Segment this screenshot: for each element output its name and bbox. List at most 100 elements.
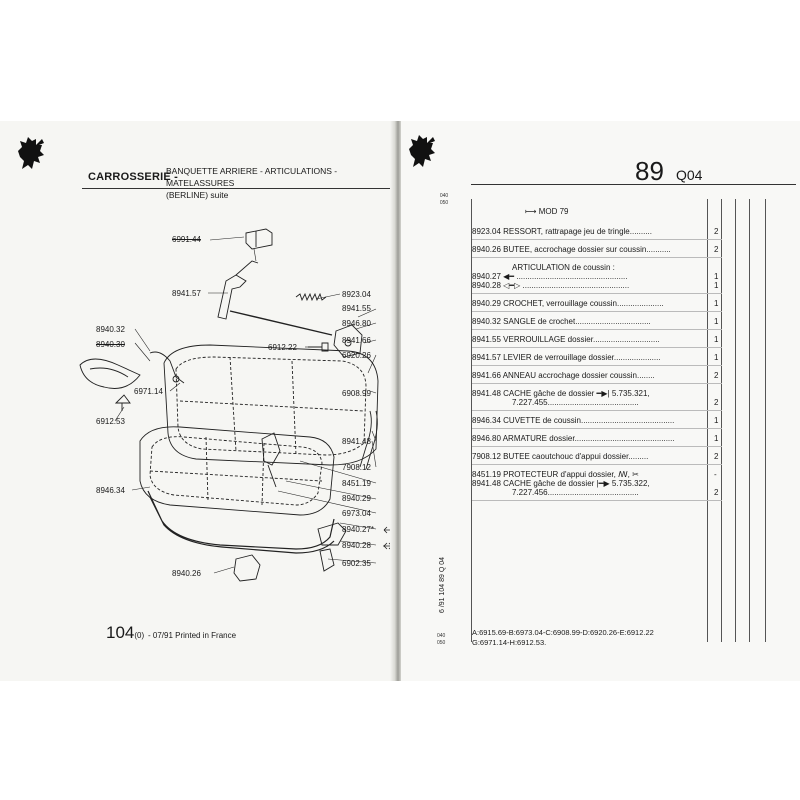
row-separator <box>472 464 722 465</box>
row-separator <box>472 347 722 348</box>
row-separator <box>472 446 722 447</box>
peugeot-lion-logo <box>18 137 44 169</box>
part-ref: 7908.12 <box>472 452 501 461</box>
notes: A:6915.69-B:6973.04-C:6908.99-D:6920.26-… <box>472 628 654 648</box>
notes-line2: G:6971.14-H:6912.53. <box>472 638 547 647</box>
callout-6912-53: 6912.53 <box>96 417 125 426</box>
section-title: CARROSSERIE - <box>88 171 178 183</box>
bolt-part <box>308 342 329 352</box>
callout-8946-34: 8946.34 <box>96 486 125 495</box>
arrow-to-icon: ━▶| <box>596 389 610 398</box>
footer-page-number: 104(0) <box>106 623 144 643</box>
part-desc: ANNEAU accrochage dossier coussin <box>502 371 637 380</box>
row-separator <box>472 410 722 411</box>
part-ref: 8941.48 <box>472 479 501 488</box>
part-qty: 1 <box>714 272 719 281</box>
subtitle-line2: (BERLINE) suite <box>166 190 229 200</box>
side-code: 040 <box>439 193 449 199</box>
part-desc: LEVIER de verrouillage dossier <box>503 353 614 362</box>
part-ref: 8451.19 <box>472 470 501 479</box>
right-page: 89 Q04 040 050 6 /91 104 89 Q 04 ⟼ MOD 7… <box>401 121 800 681</box>
table-border-right <box>765 199 766 642</box>
callout-7908-12: 7908.12 <box>342 463 371 472</box>
part-ref: 8940.28 <box>472 281 501 290</box>
part-qty: - <box>714 470 717 479</box>
vertical-reference: 6 /91 104 89 Q 04 <box>439 556 446 613</box>
part-ref: 8923.04 <box>472 227 501 236</box>
section-subtitle: BANQUETTE ARRIERE - ARTICULATIONS - MATE… <box>166 165 406 201</box>
callout-6908-99: 6908.99 <box>342 389 371 398</box>
arrow-from-icon: |━▶ <box>596 479 610 488</box>
part-ref: 8941.57 <box>472 353 501 362</box>
table-col-3 <box>749 199 750 642</box>
part-ref: 8940.29 <box>472 299 501 308</box>
table-row: 8946.80 ARMATURE dossier................… <box>472 434 675 443</box>
footer-code: 050 <box>437 640 446 646</box>
left-arrow-icon: ◀━ <box>503 272 515 281</box>
row-separator <box>472 428 722 429</box>
row-separator <box>472 329 722 330</box>
part-qty: 2 <box>714 452 719 461</box>
bracket-part <box>245 228 273 250</box>
callout-8941-55: 8941.55 <box>342 304 371 313</box>
table-row: 8941.57 LEVIER de verrouillage dossier..… <box>472 353 661 362</box>
left-page: CARROSSERIE - BANQUETTE ARRIERE - ARTICU… <box>0 121 396 681</box>
part-desc: PROTECTEUR d'appui dossier, <box>503 470 616 479</box>
right-header-rule <box>471 184 796 185</box>
row-separator <box>472 239 722 240</box>
page-code: Q04 <box>676 167 703 183</box>
part-ref: 8946.34 <box>472 416 501 425</box>
part-qty: 2 <box>714 371 719 380</box>
table-row: 8941.66 ANNEAU accrochage dossier coussi… <box>472 371 655 380</box>
part-ref: 8946.80 <box>472 434 501 443</box>
table-row: 7.227.455...............................… <box>512 398 639 407</box>
part-desc: CACHE gâche de dossier <box>503 389 595 398</box>
seat-back <box>163 344 379 466</box>
footer-code: 040 <box>437 633 446 639</box>
callout-8940-32: 8940.32 <box>96 325 125 334</box>
part-desc: BUTEE caoutchouc d'appui dossier <box>503 452 629 461</box>
part-desc: BUTEE, accrochage dossier sur coussin <box>503 245 647 254</box>
callout-6920-26: 6920.26 <box>342 351 371 360</box>
arrow-markers <box>383 526 393 550</box>
callout-8940-28: 8940.28 <box>342 541 371 550</box>
table-row: 8940.26 BUTEE, accrochage dossier sur co… <box>472 245 671 254</box>
side-code: 050 <box>439 200 449 206</box>
strap-part <box>79 351 185 389</box>
callout-6973-04: 6973.04 <box>342 509 371 518</box>
table-row: 8941.48 CACHE gâche de dossier |━▶ 5.735… <box>472 479 722 488</box>
side-code-column: 040 050 <box>438 193 450 207</box>
row-separator <box>472 311 722 312</box>
part-desc: ARMATURE dossier <box>502 434 575 443</box>
part-desc: VERROUILLAGE dossier <box>503 335 593 344</box>
callout-8940-26: 8940.26 <box>172 569 201 578</box>
row-separator <box>472 257 722 258</box>
callout-8946-80: 8946.80 <box>342 319 371 328</box>
part-ref: 8940.32 <box>472 317 501 326</box>
table-row: 7.227.456...............................… <box>512 488 639 497</box>
wave-symbol-icon: ꟿ <box>618 470 628 479</box>
row-separator <box>472 383 722 384</box>
callout-6912-22: 6912.22 <box>268 343 297 352</box>
callout-8941-66: 8941.66 <box>342 336 371 345</box>
scissors-symbol-icon: ✂ <box>632 470 639 479</box>
table-row: 8940.27 ◀━ .............................… <box>472 272 628 281</box>
part-desc-2: 5.735.321, <box>611 389 650 398</box>
model-label: ⟼ MOD 79 <box>525 207 569 216</box>
table-col-qty-left <box>707 199 708 642</box>
part-desc: CROCHET, verrouillage coussin <box>503 299 617 308</box>
footer-page: 104 <box>106 623 135 642</box>
callout-6971-14: 6971.14 <box>134 387 163 396</box>
part-ref: 8940.26 <box>472 245 501 254</box>
catalog-spread: CARROSSERIE - BANQUETTE ARRIERE - ARTICU… <box>0 121 800 681</box>
table-row: 8940.32 SANGLE de crochet...............… <box>472 317 651 326</box>
callout-8451-19: 8451.19 <box>342 479 371 488</box>
part-desc: RESSORT, rattrapage jeu de tringle <box>503 227 630 236</box>
part-ref: 8941.66 <box>472 371 501 380</box>
callout-8941-48: 8941.48 <box>342 437 371 446</box>
row-separator <box>472 365 722 366</box>
subtitle-line1: BANQUETTE ARRIERE - ARTICULATIONS - MATE… <box>166 166 338 188</box>
callout-8941-57: 8941.57 <box>172 289 201 298</box>
table-row: 8451.19 PROTECTEUR d'appui dossier, ꟿ, ✂ <box>472 470 639 479</box>
part-ref: 8941.48 <box>472 389 501 398</box>
